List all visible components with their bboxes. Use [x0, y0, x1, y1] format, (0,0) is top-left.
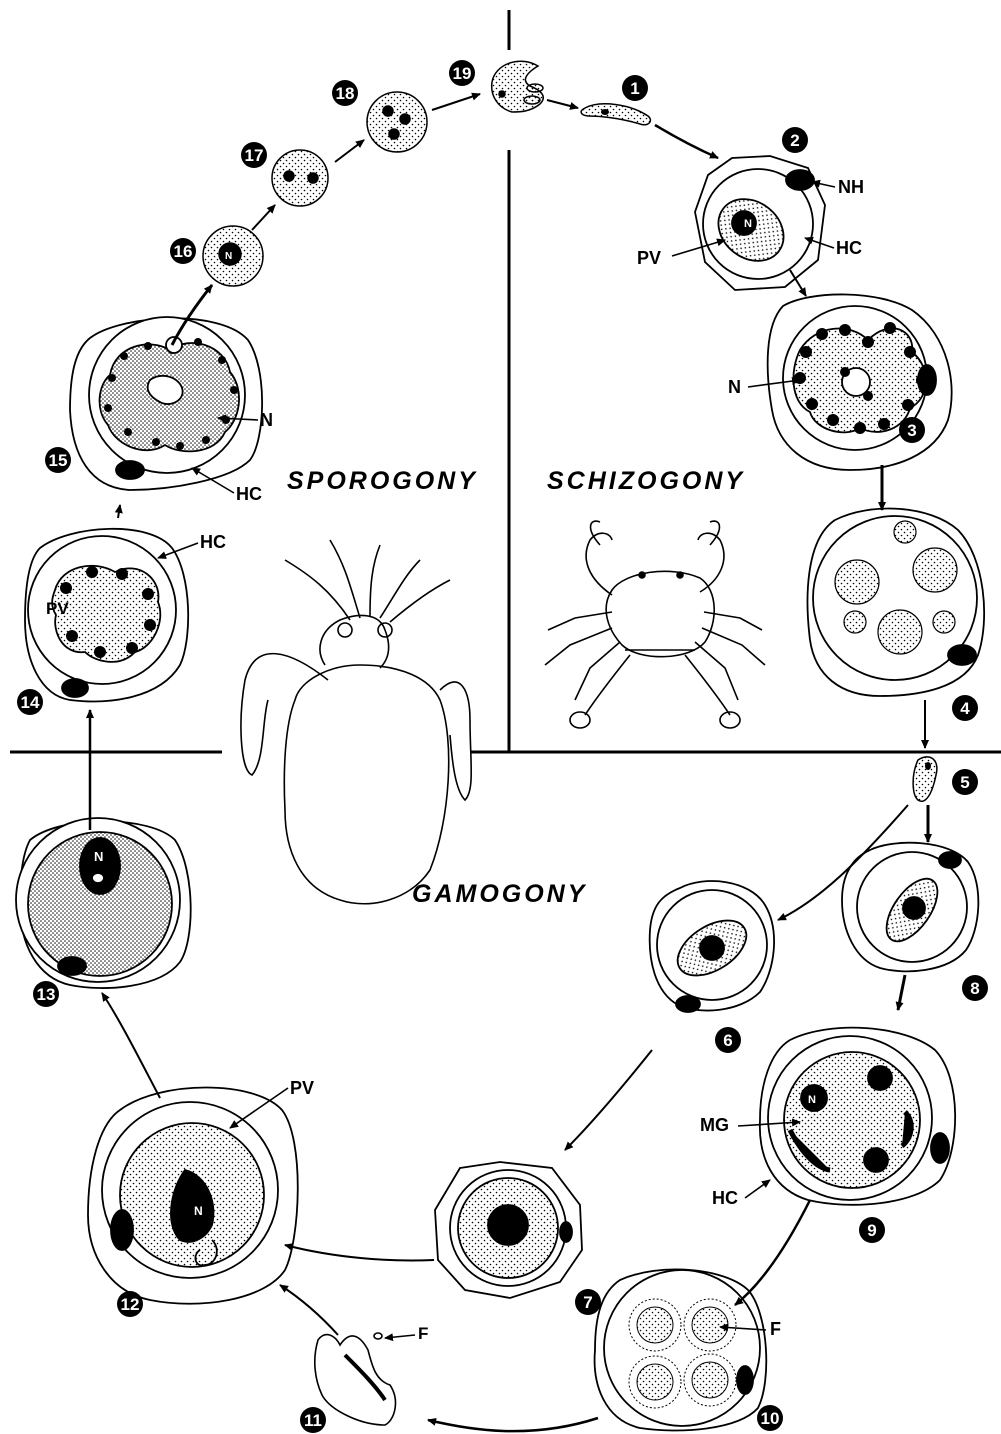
svg-text:2: 2: [790, 131, 799, 150]
gamogony-title: GAMOGONY: [412, 880, 587, 908]
stage-8-cell: [842, 843, 978, 972]
stage-14-hc-label: HC: [200, 532, 226, 552]
stage-16-nucleus-label: N: [225, 251, 232, 262]
stage-16-cell: [203, 226, 263, 286]
stage-15-cell: [70, 317, 262, 490]
stage-11-cell: [315, 1333, 396, 1425]
stage-15-nucleus-label: N: [260, 410, 273, 430]
stage-11-f-label: F: [418, 1324, 428, 1343]
svg-text:14: 14: [21, 693, 40, 712]
svg-text:12: 12: [121, 1295, 140, 1314]
stage-9-hc-label: HC: [712, 1188, 738, 1208]
svg-text:10: 10: [761, 1409, 780, 1428]
stage-number-9: 9: [859, 1217, 885, 1243]
nh-label: NH: [838, 177, 864, 197]
svg-text:17: 17: [245, 146, 264, 165]
stage-number-6: 6: [715, 1027, 741, 1053]
stage-13-nucleus-label: N: [94, 849, 103, 864]
stage-19-cell: [492, 61, 544, 112]
stage-7-cell: [435, 1162, 582, 1298]
stage-6-cell: [650, 881, 774, 1012]
stage-number-17: 17: [241, 142, 267, 168]
stage-10-f-label: F: [770, 1319, 781, 1339]
stage-5-merozoite: [913, 757, 937, 801]
cuttlefish-icon: [241, 540, 471, 904]
svg-text:13: 13: [37, 985, 56, 1004]
stage-12-pv-label: PV: [290, 1078, 314, 1098]
stage-13-cell: [16, 818, 191, 988]
svg-text:7: 7: [583, 1293, 592, 1312]
stage-3-nucleus-label: N: [728, 377, 741, 397]
stage-10-cell: [595, 1269, 767, 1430]
svg-text:15: 15: [49, 451, 68, 470]
stage-number-7: 7: [575, 1289, 601, 1315]
svg-text:18: 18: [336, 84, 355, 103]
schizogony-title: SCHIZOGONY: [547, 467, 745, 495]
stage-number-3: 3: [899, 417, 925, 443]
svg-text:6: 6: [723, 1031, 732, 1050]
svg-text:5: 5: [960, 773, 969, 792]
svg-text:19: 19: [453, 64, 472, 83]
svg-text:3: 3: [907, 421, 916, 440]
stage-number-8: 8: [962, 975, 988, 1001]
stage-number-15: 15: [45, 447, 71, 473]
stage-17-cell: [272, 150, 328, 206]
svg-text:9: 9: [867, 1221, 876, 1240]
stage-9-cell: [760, 1028, 955, 1205]
stage-2-nucleus-label: N: [744, 218, 752, 230]
stage-number-1: 1: [622, 75, 648, 101]
stage-2-pv-label: PV: [637, 248, 661, 268]
stage-2-cell: [695, 156, 825, 290]
crab-icon: [545, 521, 765, 728]
stage-number-5: 5: [952, 769, 978, 795]
stage-12-cell: [88, 1088, 298, 1304]
stage-number-16: 16: [170, 238, 196, 264]
stage-number-4: 4: [952, 695, 978, 721]
stage-2-hc-label: HC: [836, 238, 862, 258]
svg-text:4: 4: [960, 699, 970, 718]
stage-number-11: 11: [300, 1407, 326, 1433]
svg-text:11: 11: [304, 1411, 322, 1430]
stage-number-19: 19: [449, 60, 475, 86]
stage-9-nucleus-label: N: [808, 1094, 816, 1106]
stage-14-pv-label: PV: [46, 599, 69, 618]
svg-text:8: 8: [970, 979, 979, 998]
stage-18-cell: [367, 92, 427, 152]
stage-number-12: 12: [117, 1291, 143, 1317]
stage-3-cell: [768, 294, 952, 470]
svg-text:1: 1: [630, 79, 639, 98]
stage-number-2: 2: [782, 127, 808, 153]
stage-number-10: 10: [757, 1405, 783, 1431]
stage-15-hc-label: HC: [236, 484, 262, 504]
stage-number-13: 13: [33, 981, 59, 1007]
stage-1-sporozoite: [581, 104, 650, 125]
mg-label: MG: [700, 1115, 729, 1135]
sporogony-title: SPOROGONY: [287, 467, 478, 495]
stage-12-nucleus-label: N: [194, 1204, 203, 1218]
stage-4-cell: [808, 509, 985, 696]
stage-number-14: 14: [17, 689, 43, 715]
svg-text:16: 16: [174, 242, 193, 261]
stage-number-18: 18: [332, 80, 358, 106]
